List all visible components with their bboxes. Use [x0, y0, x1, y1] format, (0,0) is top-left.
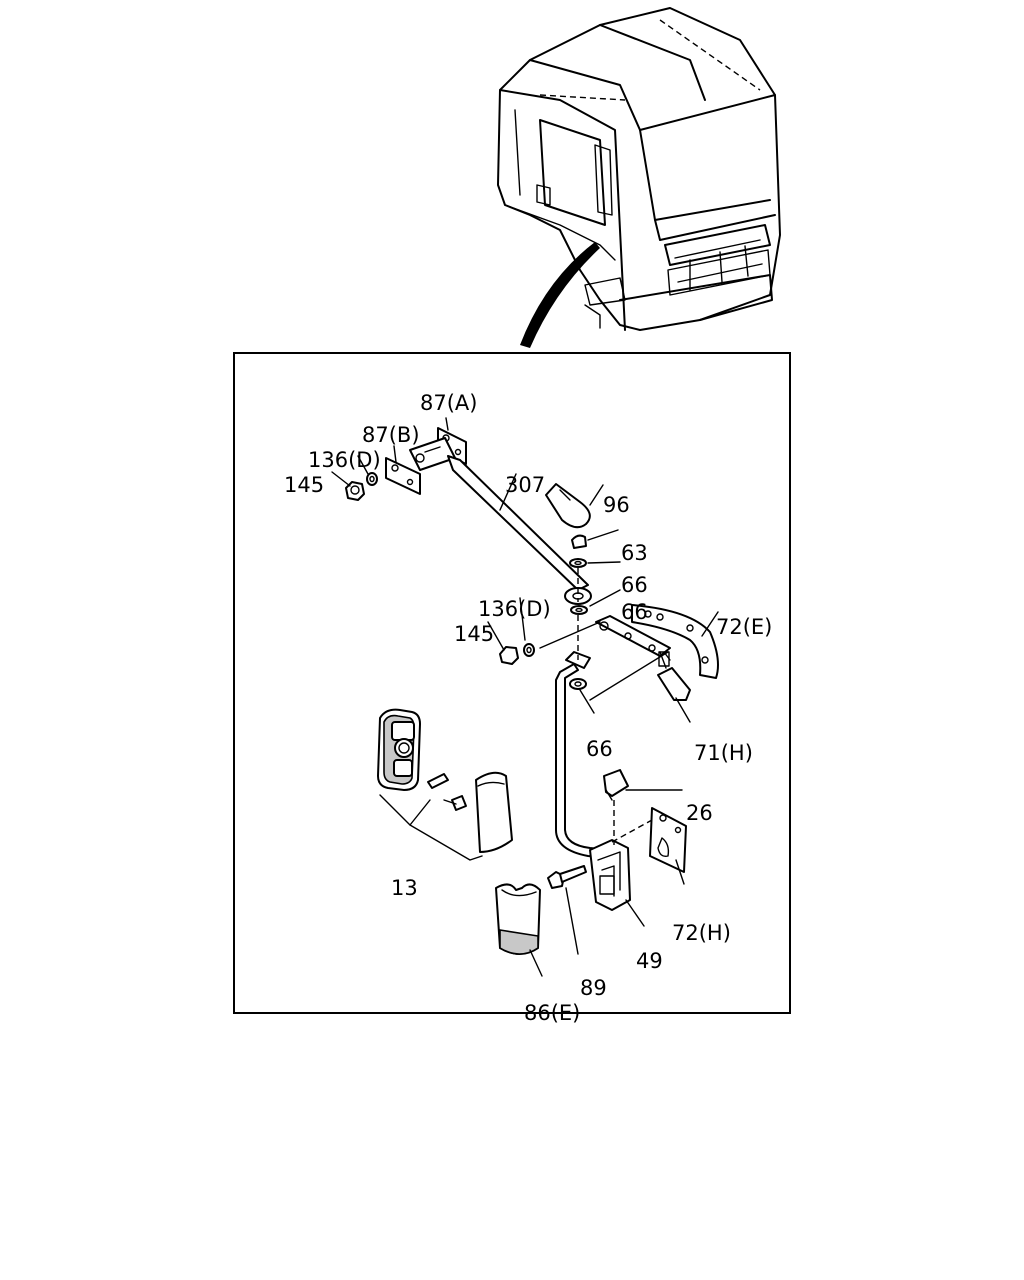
mirror-base-49 [589, 839, 631, 911]
cross-bracket [595, 615, 671, 657]
label-66-a: 66 [621, 573, 648, 597]
label-87b: 87(B) [362, 423, 420, 447]
label-49: 49 [636, 949, 663, 973]
clamp-71h [657, 651, 691, 701]
detail-pointer-arrow [520, 242, 600, 348]
label-145-top: 145 [284, 473, 324, 497]
clip-26 [603, 769, 629, 801]
washer-136d-mid [523, 643, 535, 657]
label-66-b: 66 [621, 600, 648, 624]
truck-cab-illustration [497, 7, 781, 348]
label-26: 26 [686, 801, 713, 825]
detail-frame [233, 352, 791, 1014]
washer-136d-top [366, 472, 378, 486]
mirror-stay-arm-307 [409, 437, 592, 605]
label-89: 89 [580, 976, 607, 1000]
mirror-head-13 [377, 708, 421, 791]
leader-lines [331, 417, 719, 977]
cap-nut-63 [571, 534, 587, 549]
bolt-89 [547, 865, 587, 889]
label-145-mid: 145 [454, 622, 494, 646]
label-86e: 86(E) [524, 1001, 580, 1025]
label-71h: 71(H) [694, 741, 753, 765]
leader-13-bracket [379, 794, 483, 861]
label-96: 96 [603, 493, 630, 517]
washer-66-lower [569, 678, 587, 690]
label-72h: 72(H) [672, 921, 731, 945]
part-number-labels: 87(A) 87(B) 136(D) 145 307 96 63 66 66 1… [284, 391, 772, 1025]
nut-145-top [345, 481, 365, 501]
label-72e: 72(E) [716, 615, 772, 639]
label-66-c: 66 [586, 737, 613, 761]
label-87a: 87(A) [420, 391, 477, 415]
mirror-cover-13 [475, 771, 513, 853]
curved-bracket-72e [631, 604, 719, 679]
mirror-screw-13 [427, 773, 467, 811]
label-63: 63 [621, 541, 648, 565]
nut-145-mid [499, 646, 519, 665]
mounting-plate-72h [649, 807, 687, 873]
label-13: 13 [391, 876, 418, 900]
lamp-bulb-96 [545, 483, 591, 529]
washer-66-middle [570, 605, 588, 615]
label-136d-mid: 136(D) [478, 597, 551, 621]
label-307: 307 [505, 473, 545, 497]
bracket-plate-87b [385, 457, 421, 495]
washer-66-upper [569, 558, 587, 568]
arm-cover-86e [495, 883, 541, 955]
label-136d-top: 136(D) [308, 448, 381, 472]
